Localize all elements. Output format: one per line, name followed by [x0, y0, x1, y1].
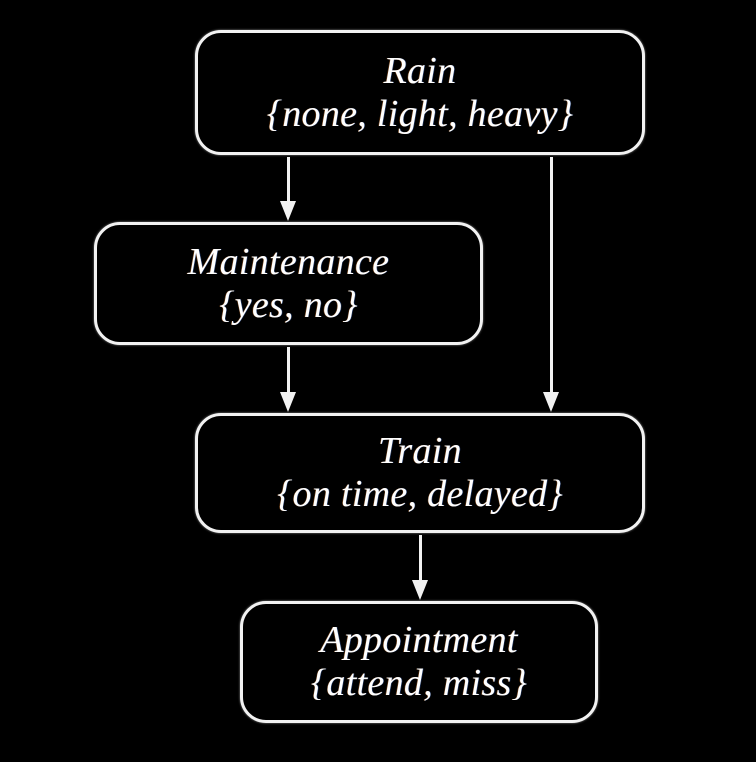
edge-rain-to-maintenance-arrow	[273, 157, 303, 221]
node-train-label: Train	[378, 430, 462, 473]
node-train[interactable]: Train {on time, delayed}	[195, 413, 645, 533]
arrow-head-icon	[412, 580, 428, 600]
arrow-shaft	[418, 535, 422, 580]
edge-train-to-appointment-arrow	[405, 535, 435, 600]
arrow-head-icon	[280, 392, 296, 412]
node-rain[interactable]: Rain {none, light, heavy}	[195, 30, 645, 155]
node-rain-label: Rain	[383, 49, 457, 92]
node-rain-states: {none, light, heavy}	[266, 92, 574, 135]
node-maintenance-label: Maintenance	[187, 240, 390, 283]
arrow-shaft	[286, 347, 290, 392]
arrow-shaft	[286, 157, 290, 201]
node-train-states: {on time, delayed}	[277, 473, 563, 515]
node-appointment[interactable]: Appointment {attend, miss}	[240, 601, 598, 723]
edge-rain-to-train-arrow	[536, 157, 566, 412]
node-appointment-label: Appointment	[320, 619, 518, 662]
arrow-shaft	[549, 157, 553, 392]
node-appointment-states: {attend, miss}	[310, 662, 528, 704]
edge-maintenance-to-train-arrow	[273, 347, 303, 412]
node-maintenance-states: {yes, no}	[219, 283, 358, 326]
node-maintenance[interactable]: Maintenance {yes, no}	[94, 222, 483, 345]
arrow-head-icon	[280, 201, 296, 221]
arrow-head-icon	[543, 392, 559, 412]
